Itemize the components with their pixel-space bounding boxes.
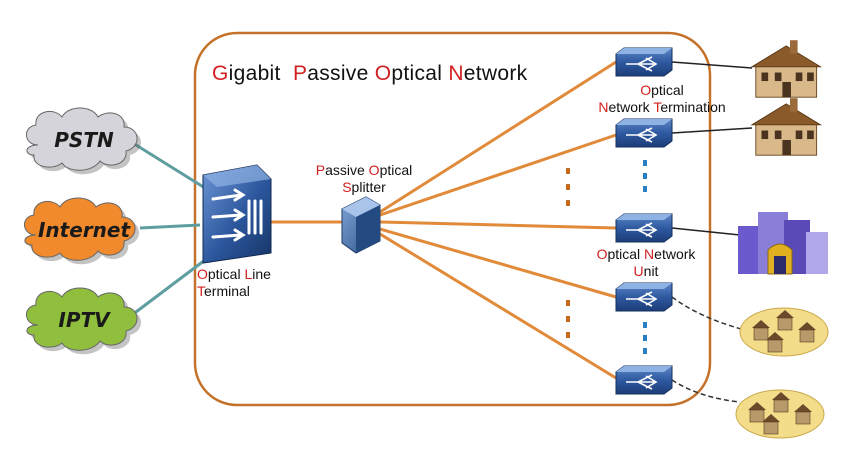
uplink-iptv xyxy=(127,258,206,320)
drop-2 xyxy=(671,127,753,134)
cloud-iptv xyxy=(26,287,142,355)
fiber-5 xyxy=(379,232,617,380)
ont-label: Optical Network Termination xyxy=(598,82,726,115)
drop-5 xyxy=(671,379,741,403)
fibers xyxy=(268,60,617,380)
ellipsis-marks xyxy=(566,160,647,354)
ellipsis-blue-top xyxy=(643,160,647,192)
fiber-3 xyxy=(379,220,617,230)
cloud-pstn xyxy=(26,107,142,175)
optical-splitter-icon xyxy=(341,196,381,254)
cloud-label-internet: Internet xyxy=(37,218,131,242)
splitter-label: Passive Optical Splitter xyxy=(315,162,413,195)
title-word-3: Optical xyxy=(374,62,443,85)
gpon-frame xyxy=(193,31,712,407)
title-word-1: Gigabit xyxy=(212,62,281,85)
network-terminal-icon xyxy=(615,213,673,243)
village-cluster-icon xyxy=(735,389,825,439)
cloud-label-iptv: IPTV xyxy=(58,308,110,332)
ellipsis-orange-top xyxy=(566,168,570,206)
cloud-label-pstn: PSTN xyxy=(54,128,114,152)
fiber-4 xyxy=(379,227,617,299)
village-cluster-icon xyxy=(739,307,829,357)
fiber-2 xyxy=(379,133,617,217)
diagram-title: Gigabit Passive Optical Network xyxy=(212,62,527,86)
house-icon xyxy=(750,98,823,156)
drop-4 xyxy=(671,296,746,331)
devices xyxy=(615,47,673,395)
olt-device-icon xyxy=(202,164,272,264)
fiber-1 xyxy=(379,60,617,214)
ellipsis-orange-bottom xyxy=(566,300,570,338)
olt-label: Optical Line Terminal xyxy=(197,266,271,299)
network-terminal-icon xyxy=(615,47,673,77)
title-word-2: Passive xyxy=(292,62,369,85)
uplink-pstn xyxy=(127,138,206,190)
uplinks xyxy=(127,138,206,320)
premises xyxy=(735,40,829,439)
house-icon xyxy=(750,40,823,98)
drop-1 xyxy=(671,61,753,69)
drops xyxy=(671,61,753,403)
network-terminal-icon xyxy=(615,282,673,312)
uplink-internet xyxy=(139,223,201,230)
network-terminal-icon xyxy=(615,118,673,148)
cloud-internet xyxy=(24,197,140,265)
onu-label: Optical Network Unit xyxy=(596,246,696,279)
network-terminal-icon xyxy=(615,365,673,395)
drop-3 xyxy=(671,227,741,236)
title-word-4: Network xyxy=(448,62,528,85)
office-building-icon xyxy=(738,212,828,275)
ellipsis-blue-bottom xyxy=(643,322,647,354)
